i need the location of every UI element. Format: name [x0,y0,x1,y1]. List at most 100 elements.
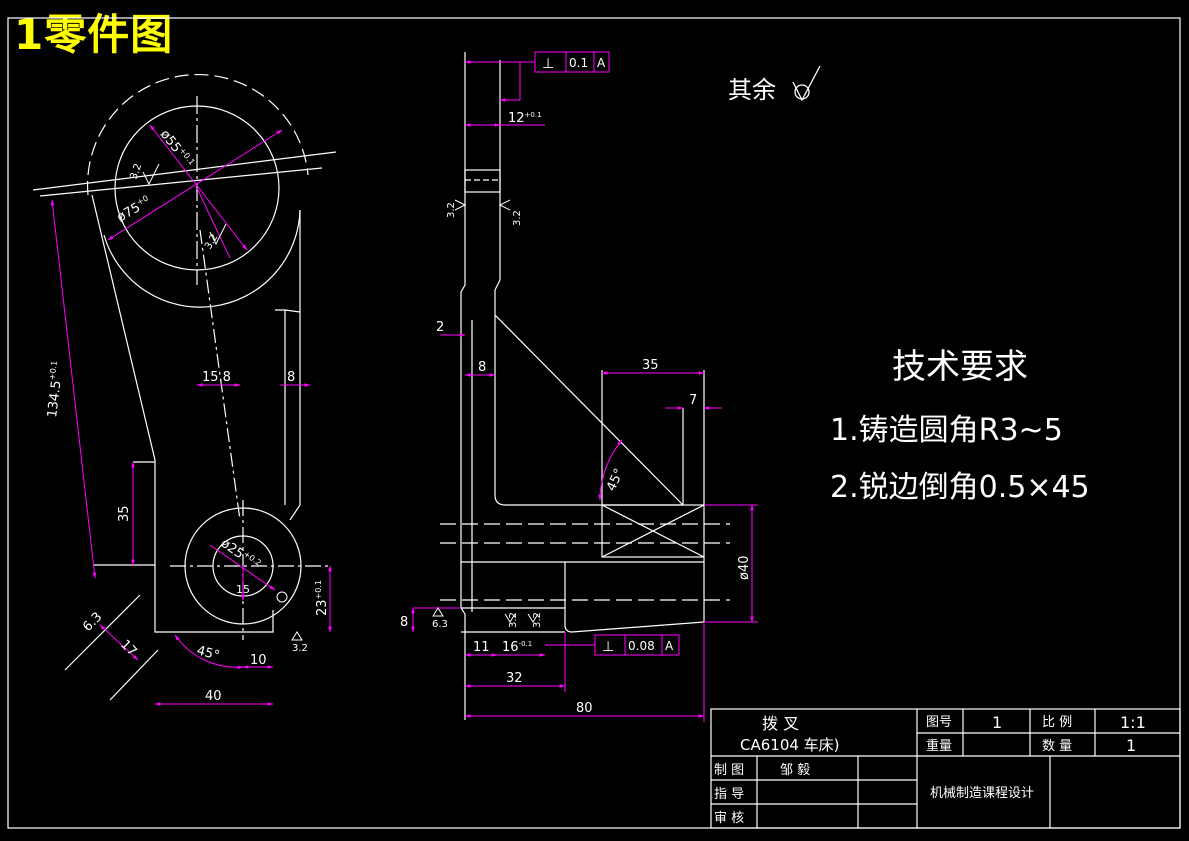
dim-17-text: 17 [117,637,139,659]
slot-line-2 [39,167,323,197]
dim-8r-text: 8 [478,360,486,375]
left-dimension-texts: ø55+0.1 ø75+0 134.5+0.1 35 15.8 8 23+0.1… [43,127,330,704]
tolerance-value: 0.1 [569,56,588,70]
roughness-label: 6.3 [432,619,448,630]
roughness-label: 3.2 [508,612,519,628]
scale-label: 比 例 [1042,715,1072,730]
roughness-symbol-icon [142,163,160,186]
dim-15-8-text: 15.8 [202,370,231,385]
roughness-symbol-icon [432,607,444,617]
roughness-symbol-icon [527,613,539,623]
roughness-symbol-icon [291,631,303,641]
dim-d55-text: ø55+0.1 [157,127,197,171]
dim-12-text: 12+0.1 [508,111,542,126]
title-block [710,708,1181,829]
dim-angle-text: 45° [195,643,221,663]
roughness-symbol-icon [209,223,227,246]
dim-134-line [50,199,97,579]
top-boss-lower-arc [103,209,301,308]
dim-r15-text: 15 [236,583,250,596]
dim-134-text: 134.5+0.1 [43,360,67,418]
dim-45r-text: 45° [604,466,627,493]
chamfer-line-2 [109,649,159,701]
top-boss-outer-arc [86,73,309,196]
part-name: 拨 叉 [762,714,799,733]
tolerance-datum: A [597,56,606,70]
right-dimension-texts: 12+0.1 2 8 35 7 45° ø40 8 11 16-0.1 32 8… [400,111,752,716]
dim-16-text: 16-0.1 [502,640,532,655]
right-roughness-symbols [432,199,539,623]
guide-label: 指 导 [714,787,744,802]
dim-40-text: 40 [205,689,222,704]
technical-requirements: 技术要求 1.铸造圆角R3~5 2.锐边倒角0.5×45 [830,347,1090,505]
roughness-label: 3.2 [512,210,523,226]
quantity-label: 数 量 [1042,739,1072,754]
dim-d40-text: ø40 [737,556,752,581]
dim-80-text: 80 [576,701,593,716]
rib-diagonal [494,314,684,506]
tolerance-value: 0.08 [628,639,655,653]
dim-35r-text: 35 [642,358,659,373]
machine-model: CA6104 车床) [740,736,840,754]
drawn-by: 邹 毅 [780,762,810,778]
rib-base [494,494,683,506]
dim-6-3-text: 6.3 [80,610,105,635]
boss-cross-2 [601,504,705,558]
drawing-no-label: 图号 [926,715,952,730]
dim-35-text: 35 [117,505,132,522]
dim-d75-line [107,129,283,241]
arm-right-outline [289,312,301,521]
dim-2-text: 2 [436,320,444,335]
arm-left-outline [91,194,274,633]
dim-angle-arc [174,634,244,670]
weight-label: 重量 [926,738,952,754]
dim-45r-arc [598,439,623,501]
roughness-symbol-icon [276,591,288,603]
surface-finish-note: 其余 [728,65,821,104]
dim-7-text: 7 [689,393,697,408]
dim-8b-text: 8 [400,615,408,630]
right-view [440,52,730,720]
dim-d25-text: ø25+0.2 [218,535,263,573]
dim-r-leader [196,187,231,259]
quantity-value: 1 [1126,736,1136,755]
dim-11-text: 11 [473,640,490,655]
dim-23-text: 23+0.1 [314,580,330,616]
perpendicularity-icon: ⊥ [602,639,614,655]
tolerance-datum: A [665,639,674,653]
dim-d75-text: ø75+0 [114,193,153,225]
dim-17-line [99,624,139,661]
tolerance-frame-1: ⊥ 0.1 A [534,51,610,73]
roughness-label: 3.2 [203,232,220,251]
sheet-border [7,17,1181,829]
left-roughness-symbols [142,163,303,641]
right-roughness-texts: 3.2 3.2 6.3 3.2 3.2 [432,202,543,630]
drawn-label: 制 图 [714,763,744,778]
tolerance-frame-2: ⊥ 0.08 A [594,634,680,656]
roughness-label: 3.2 [446,202,457,218]
roughness-label: 3.2 [532,612,543,628]
scale-value: 1:1 [1120,713,1146,732]
left-view [32,73,337,701]
roughness-label: 3.2 [128,162,144,181]
roughness-symbol-icon [792,65,821,102]
tech-req-heading: 技术要求 [892,347,1028,387]
tech-req-item-1: 1.铸造圆角R3~5 [830,413,1063,448]
roughness-symbol-icon [498,199,511,211]
perpendicularity-icon: ⊥ [542,56,554,72]
dim-32-text: 32 [506,671,523,686]
base-step [564,561,705,633]
arm-centerline [199,229,241,521]
shaft-left-outline [460,52,466,720]
title-block-texts: 拨 叉 CA6104 车床) 图号 1 比 例 1:1 重量 数 量 1 制 图… [714,713,1146,826]
dim-10-text: 10 [250,653,267,668]
shaft-fork-slot [464,169,501,193]
course-name: 机械制造课程设计 [930,786,1034,801]
surface-note-text: 其余 [728,76,776,104]
review-label: 审 核 [714,811,744,826]
boss-block [601,504,705,558]
right-dimension-lines [411,60,758,722]
arm-inner-line [275,309,286,505]
roughness-label: 3.2 [292,643,308,654]
